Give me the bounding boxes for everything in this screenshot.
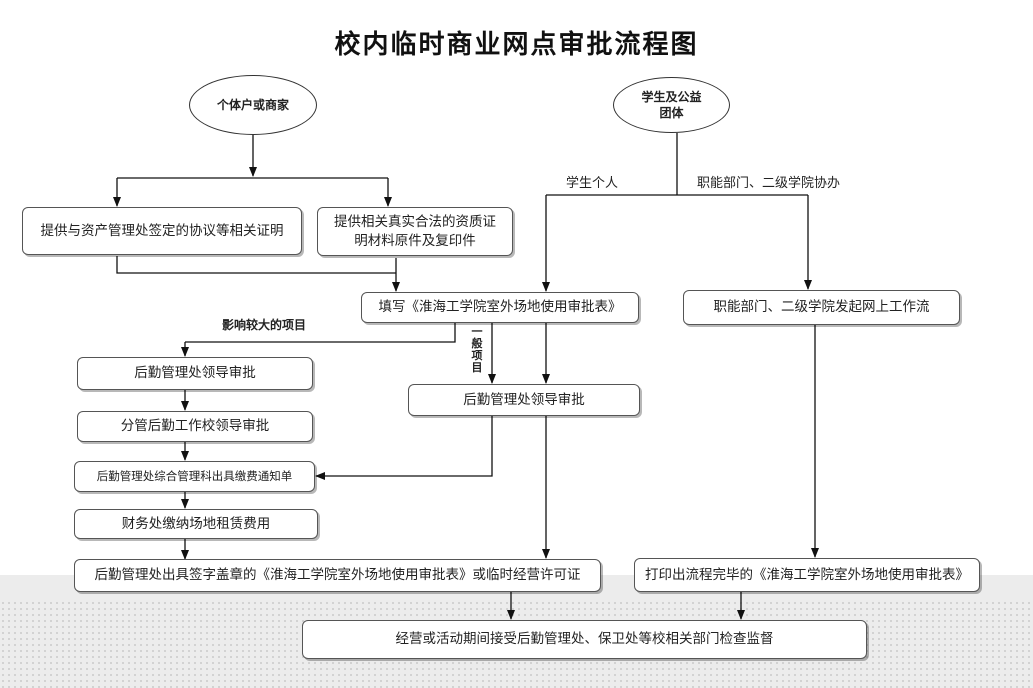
- issue-fee-notice-text: 后勤管理处综合管理科出具缴费通知单: [96, 469, 293, 483]
- fill-form-text: 填写《淮海工学院室外场地使用审批表》: [378, 299, 622, 315]
- dept-online-box: 职能部门、二级学院发起网上工作流: [683, 290, 960, 325]
- start-individual-ellipse: 个体户或商家: [189, 75, 317, 135]
- start-student-text: 学生及公益团体: [641, 90, 702, 120]
- label-general-project: 一般项目: [471, 325, 483, 374]
- arrow-mid-to-fee-notice: [315, 415, 493, 480]
- dept-online-text: 职能部门、二级学院发起网上工作流: [713, 299, 930, 315]
- pay-rent-box: 财务处缴纳场地租赁费用: [74, 509, 318, 539]
- logistics-approve-left-text: 后勤管理处领导审批: [134, 365, 256, 381]
- start-student-ellipse: 学生及公益团体: [613, 77, 730, 133]
- supervision-box: 经营或活动期间接受后勤管理处、保卫处等校相关部门检查监督: [302, 620, 867, 659]
- issue-permit-text: 后勤管理处出具签字盖章的《淮海工学院室外场地使用审批表》或临时经营许可证: [94, 567, 581, 583]
- merge-left: [116, 256, 396, 274]
- logistics-approve-mid-text: 后勤管理处领导审批: [463, 391, 585, 408]
- provide-qualification-text: 提供相关真实合法的资质证明材料原件及复印件: [334, 213, 496, 249]
- label-major-project: 影响较大的项目: [222, 318, 307, 332]
- provide-agreement-text: 提供与资产管理处签定的协议等相关证明: [40, 222, 284, 239]
- print-form-box: 打印出流程完毕的《淮海工学院室外场地使用审批表》: [634, 558, 980, 592]
- pay-rent-text: 财务处缴纳场地租赁费用: [121, 515, 271, 532]
- start-individual-text: 个体户或商家: [216, 98, 289, 112]
- supervision-text: 经营或活动期间接受后勤管理处、保卫处等校相关部门检查监督: [395, 631, 774, 647]
- fill-form-box: 填写《淮海工学院室外场地使用审批表》: [361, 292, 639, 323]
- issue-permit-box: 后勤管理处出具签字盖章的《淮海工学院室外场地使用审批表》或临时经营许可证: [74, 559, 601, 592]
- vice-president-approve-text: 分管后勤工作校领导审批: [120, 418, 270, 434]
- provide-agreement-box: 提供与资产管理处签定的协议等相关证明: [22, 207, 302, 255]
- logistics-approve-left-box: 后勤管理处领导审批: [77, 357, 313, 390]
- provide-qualification-box: 提供相关真实合法的资质证明材料原件及复印件: [317, 207, 513, 256]
- label-student-individual: 学生个人: [566, 176, 619, 191]
- page-title: 校内临时商业网点审批流程图: [334, 30, 699, 60]
- print-form-text: 打印出流程完毕的《淮海工学院室外场地使用审批表》: [645, 566, 969, 583]
- issue-fee-notice-box: 后勤管理处综合管理科出具缴费通知单: [74, 461, 315, 492]
- major-branch: [185, 323, 456, 343]
- vice-president-approve-box: 分管后勤工作校领导审批: [77, 411, 313, 442]
- label-dept-assist: 职能部门、二级学院协办: [697, 176, 841, 191]
- logistics-approve-mid-box: 后勤管理处领导审批: [408, 384, 640, 416]
